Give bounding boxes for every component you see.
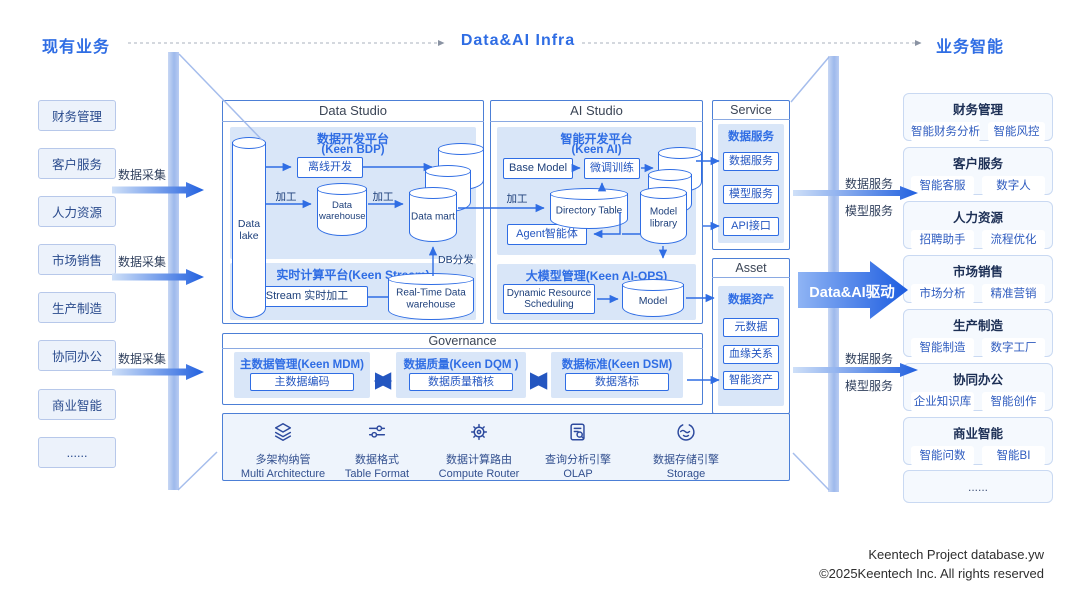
right-perspective-bar	[828, 56, 839, 492]
infra-item-compute-router: 数据计算路由 Compute Router	[419, 421, 539, 480]
right-item: 智能客服	[911, 176, 974, 196]
dqm-box: 数据质量稽核	[409, 373, 513, 391]
left-item-bi: 商业智能	[38, 389, 116, 420]
offline-dev-box: 离线开发	[297, 157, 363, 178]
service-title: Service	[712, 100, 790, 120]
right-item: 招聘助手	[911, 230, 974, 250]
left-item-customer: 客户服务	[38, 148, 116, 179]
asset-item-intelligent: 智能资产	[723, 371, 779, 390]
infra-item-storage: 数据存储引擎 Storage	[626, 421, 746, 480]
asset-item-lineage: 血缘关系	[723, 345, 779, 364]
service-subtitle: 数据服务	[728, 131, 774, 143]
asset-item-metadata: 元数据	[723, 318, 779, 337]
bdp-subtitle: (Keen BDP)	[321, 144, 385, 156]
left-item-manufacturing: 生产制造	[38, 292, 116, 323]
gear-icon	[470, 423, 488, 441]
header-existing-business: 现有业务	[42, 39, 111, 56]
left-item-hr: 人力资源	[38, 196, 116, 227]
right-group-marketing: 市场销售 市场分析精准营销	[903, 255, 1053, 304]
right-item: 数字人	[982, 176, 1045, 196]
data-collect-label-3: 数据采集	[118, 352, 167, 366]
mdm-box: 主数据编码	[250, 373, 354, 391]
header-data-ai-infra: Data&AI Infra	[460, 32, 576, 49]
right-item: 企业知识库	[911, 392, 974, 412]
drive-arrow-label: Data&AI驱动	[809, 285, 895, 301]
asset-subtitle: 数据资产	[728, 294, 774, 306]
bdp-title: 数据开发平台	[316, 132, 389, 146]
data-warehouse-cylinder: Data warehouse	[316, 183, 368, 236]
right-item: 智能BI	[982, 446, 1045, 466]
right-group-finance: 财务管理 智能财务分析智能风控	[903, 93, 1053, 142]
right-group-bi: 商业智能 智能问数智能BI	[903, 417, 1053, 466]
right-group-collaboration: 协同办公 企业知识库智能创作	[903, 363, 1053, 412]
service-flow-label-top-2: 模型服务	[845, 204, 894, 218]
process-label-1: 加工	[275, 191, 297, 203]
right-item: 流程优化	[982, 230, 1045, 250]
model-cylinder: Model	[621, 279, 685, 317]
right-item: 智能财务分析	[911, 122, 980, 142]
footer: Keentech Project database.yw ©2025Keente…	[819, 545, 1044, 583]
keen-ai-subtitle: (Keen AI)	[571, 144, 622, 156]
right-group-customer: 客户服务 智能客服数字人	[903, 147, 1053, 196]
governance-title: Governance	[222, 333, 703, 349]
service-item-model: 模型服务	[723, 185, 779, 204]
process-label-3: 加工	[506, 193, 528, 205]
data-collect-arrow-1	[112, 182, 204, 198]
left-item-marketing: 市场销售	[38, 244, 116, 275]
right-item: 智能风控	[988, 122, 1045, 142]
right-item: 精准营销	[982, 284, 1045, 304]
keen-ai-title: 智能开发平台	[560, 132, 633, 146]
model-library-cylinder: Model library	[639, 187, 688, 244]
realtime-warehouse-cylinder: Real-Time Data warehouse	[387, 273, 475, 320]
service-item-api: API接口	[723, 217, 779, 236]
service-flow-label-bottom-2: 模型服务	[845, 379, 894, 393]
storage-icon	[677, 424, 695, 441]
footer-line2: ©2025Keentech Inc. All rights reserved	[819, 566, 1044, 581]
infra-item-olap: 查询分析引擎 OLAP	[518, 421, 638, 480]
header-business-intelligence: 业务智能	[936, 39, 1005, 56]
data-collect-arrow-2	[112, 269, 204, 285]
left-item-more: ......	[38, 437, 116, 468]
finetune-box: 微调训练	[584, 158, 640, 179]
left-item-finance: 财务管理	[38, 100, 116, 131]
left-perspective-bar	[168, 52, 179, 490]
data-collect-label-1: 数据采集	[118, 168, 167, 182]
layers-icon	[274, 423, 292, 441]
service-flow-label-top-1: 数据服务	[845, 177, 894, 191]
scheduling-box: Dynamic Resource Scheduling	[503, 284, 595, 314]
panel-infrastructure	[222, 413, 790, 481]
dsm-title: 数据标准(Keen DSM)	[561, 359, 673, 371]
dsm-box: 数据落标	[565, 373, 669, 391]
mdm-title: 主数据管理(Keen MDM)	[240, 359, 364, 371]
data-lake-cylinder: Data lake	[231, 137, 267, 318]
data-studio-title: Data Studio	[222, 100, 484, 122]
data-mart-cylinder: Data mart	[408, 187, 458, 242]
infra-item-table-format: 数据格式 Table Format	[317, 421, 437, 480]
right-item: 智能问数	[911, 446, 974, 466]
sliders-icon	[368, 425, 386, 438]
left-item-collaboration: 协同办公	[38, 340, 116, 371]
right-item: 智能创作	[982, 392, 1045, 412]
doc-search-icon	[570, 423, 585, 441]
directory-table-cylinder: Directory Table	[549, 188, 629, 229]
db-dispatch-label: DB分发	[438, 254, 474, 266]
service-item-data: 数据服务	[723, 152, 779, 171]
dqm-title: 数据质量(Keen DQM )	[403, 359, 519, 371]
right-item: 智能制造	[911, 338, 974, 358]
service-flow-label-bottom-1: 数据服务	[845, 352, 894, 366]
right-group-more: ......	[903, 470, 1053, 503]
right-group-hr: 人力资源 招聘助手流程优化	[903, 201, 1053, 250]
infra-item-multi-architecture: 多架构纳管 Multi Architecture	[223, 421, 343, 480]
right-item: 市场分析	[911, 284, 974, 304]
process-label-2: 加工	[372, 191, 394, 203]
ai-studio-title: AI Studio	[490, 100, 703, 122]
data-collect-label-2: 数据采集	[118, 255, 167, 269]
right-group-manufacturing: 生产制造 智能制造数字工厂	[903, 309, 1053, 358]
asset-title: Asset	[712, 258, 790, 278]
footer-line1: Keentech Project database.yw	[868, 547, 1044, 562]
right-item: 数字工厂	[982, 338, 1045, 358]
agent-box: Agent智能体	[507, 224, 587, 245]
base-model-box: Base Model	[503, 158, 573, 179]
